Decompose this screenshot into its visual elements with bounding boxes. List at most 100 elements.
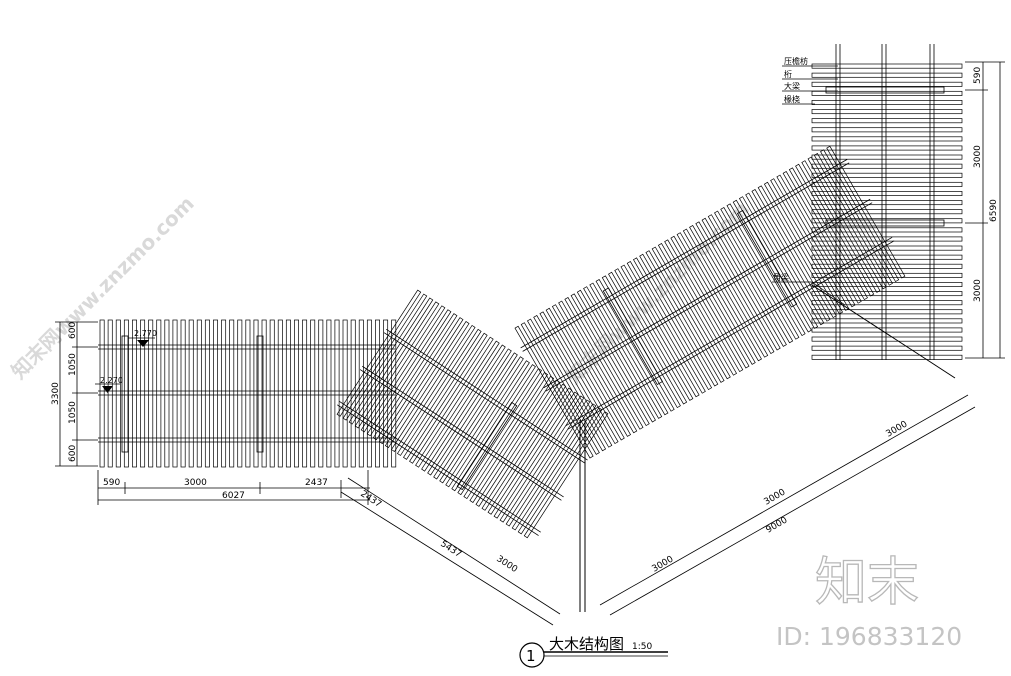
dim-top-590: 590 [973,67,983,84]
rafter [811,154,963,160]
rafter [720,206,800,340]
label-daliang: 大梁 [784,81,800,91]
rafter [811,327,963,333]
dim-600-top: 600 [68,322,78,339]
rafter [366,309,452,437]
rafter [505,399,591,527]
rafter [180,319,186,468]
rafter [811,72,963,78]
rafter [811,81,963,87]
label-yayan: 压檐枋 [784,56,808,66]
dim-6027: 6027 [222,491,245,501]
rafter [354,301,440,429]
rafter [269,319,275,468]
rafter [123,319,129,468]
rafter [403,332,488,460]
rafter [807,156,887,290]
rafter [726,203,806,337]
rafter [811,109,963,115]
rafter [487,387,573,515]
purlin [359,369,562,501]
rafter [520,322,600,455]
rafter [517,407,603,535]
watermark-site: 知末网www.znzmo.com 知末网www.znzmo.com [7,191,754,388]
top-wing-dimensions [965,61,1005,359]
rafter [526,318,607,452]
rafter [751,188,831,322]
rafter [782,170,862,304]
rafter [348,297,434,425]
watermark-id: ID: 196833120 [776,622,962,651]
middle-wing [336,289,609,612]
rafter [657,242,738,376]
rafter [811,218,963,224]
right-wing [514,145,906,459]
rafter [811,254,963,260]
rafter [811,354,963,360]
rafter [533,314,613,448]
rafter [670,235,750,369]
rafter [391,319,397,468]
rafter [583,286,663,419]
rafter [576,289,656,423]
rafter [499,395,585,523]
rafter [390,324,476,452]
top-wing-leaders [772,65,846,306]
rafter [366,319,372,468]
rafter [261,319,267,468]
rafter [384,321,470,449]
rafter [99,319,105,468]
rafter [326,319,332,468]
rafter [375,319,380,468]
rafter [493,391,579,519]
rafter [245,319,251,468]
rafter [811,191,963,196]
middle-wing-dimensions [340,477,561,626]
rafter [664,239,744,373]
dim-1050-a: 1050 [68,353,78,376]
drawing-title: 大木结构图 [549,635,624,653]
rafter [620,264,700,398]
rafter [811,309,963,315]
rafter [811,181,963,187]
dim-590: 590 [103,478,120,488]
rafter [811,291,963,297]
title-block: 1 大木结构图 1:50 [519,635,668,668]
purlin [383,332,586,464]
hip-rafter [811,284,956,379]
purlin [520,159,848,349]
top-wing [811,44,963,379]
rafter [811,127,963,133]
rafter [204,319,210,468]
watermark-site-left: 知末网www.znzmo.com [7,191,199,383]
rafter [107,319,113,468]
rafter [811,209,963,215]
rafter [481,383,567,511]
rafter [811,200,963,206]
purlin [337,404,539,536]
rafter [433,352,518,480]
rafter [811,227,963,233]
label-heng: 桁 [784,69,792,79]
dim-top-3000-a: 3000 [973,145,983,168]
elevation-markers [95,337,155,393]
rafter [396,328,482,456]
rafter [360,305,446,433]
dim-mid-3000: 3000 [494,554,519,575]
drawing-number-circle [519,642,545,668]
left-wing [98,319,397,468]
rafter [463,371,549,500]
rafter [738,196,819,329]
beam [825,219,945,227]
rafter [811,282,963,287]
rafter [776,174,856,308]
beam [121,335,129,453]
rafter [626,260,706,394]
rafter [682,228,762,362]
rafter [277,319,283,468]
rafter [757,185,837,319]
purlin [386,329,588,461]
rafter [221,319,227,468]
rafter [383,319,389,468]
